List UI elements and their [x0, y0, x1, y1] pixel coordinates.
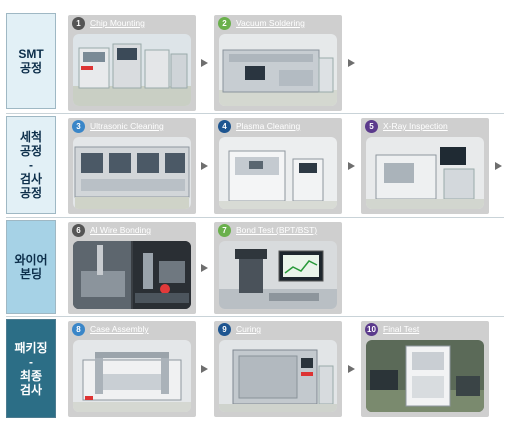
section-divider	[6, 316, 504, 317]
section-label-cleaning-inspection: 세척 공정 - 검사 공정	[6, 116, 56, 214]
step-number-badge: 2	[218, 16, 231, 30]
section-label-packaging-final: 패키징 - 최종 검사	[6, 319, 56, 418]
section-label-smt: SMT 공정	[6, 13, 56, 109]
step-number-badge: 8	[72, 322, 85, 336]
step-title: Curing	[236, 324, 262, 334]
case-assembly-machine-photo	[73, 340, 191, 412]
ultrasonic-cleaning-machine-photo	[73, 137, 191, 209]
step-number-badge: 7	[218, 223, 231, 237]
plasma-cleaning-machine-photo	[219, 137, 337, 209]
step-title: Plasma Cleaning	[236, 121, 301, 131]
step-card-ultrasonic-cleaning: 3 Ultrasonic Cleaning	[68, 118, 196, 214]
step-number-badge: 6	[72, 223, 85, 237]
step-title: Vacuum Soldering	[236, 18, 305, 28]
step-title: Case Assembly	[90, 324, 149, 334]
flow-arrow	[201, 162, 208, 170]
chip-mounting-machine-photo	[73, 34, 191, 106]
xray-inspection-machine-photo	[366, 137, 484, 209]
step-number-badge: 3	[72, 119, 85, 133]
step-card-curing: 9 Curing	[214, 321, 342, 417]
section-label-wire-bonding: 와이어 본딩	[6, 220, 56, 314]
wire-bonding-closeup-photo	[73, 241, 191, 309]
flow-arrow	[201, 59, 208, 67]
section-divider	[6, 113, 504, 114]
step-number-badge: 4	[218, 119, 231, 133]
step-title: Chip Mounting	[90, 18, 145, 28]
step-card-al-wire-bonding: 6 Al Wire Bonding	[68, 222, 196, 314]
step-card-xray-inspection: 5 X-Ray Inspection	[361, 118, 489, 214]
step-card-vacuum-soldering: 2 Vacuum Soldering	[214, 15, 342, 111]
flow-arrow	[201, 264, 208, 272]
flow-arrow	[348, 365, 355, 373]
step-title: Final Test	[383, 324, 420, 334]
step-title: Ultrasonic Cleaning	[90, 121, 164, 131]
flow-arrow	[348, 59, 355, 67]
step-card-case-assembly: 8 Case Assembly	[68, 321, 196, 417]
curing-oven-photo	[219, 340, 337, 412]
step-title: Al Wire Bonding	[90, 225, 151, 235]
flow-arrow	[495, 162, 502, 170]
step-title: X-Ray Inspection	[383, 121, 448, 131]
step-number-badge: 10	[365, 322, 378, 336]
step-card-final-test: 10 Final Test	[361, 321, 489, 417]
step-number-badge: 1	[72, 16, 85, 30]
final-test-station-photo	[366, 340, 484, 412]
step-title: Bond Test (BPT/BST)	[236, 225, 318, 235]
step-number-badge: 9	[218, 322, 231, 336]
flow-arrow	[201, 365, 208, 373]
step-card-chip-mounting: 1 Chip Mounting	[68, 15, 196, 111]
flow-arrow	[348, 162, 355, 170]
step-card-bond-test: 7 Bond Test (BPT/BST)	[214, 222, 342, 314]
bond-tester-photo	[219, 241, 337, 309]
step-number-badge: 5	[365, 119, 378, 133]
vacuum-soldering-oven-photo	[219, 34, 337, 106]
section-divider	[6, 217, 504, 218]
step-card-plasma-cleaning: 4 Plasma Cleaning	[214, 118, 342, 214]
